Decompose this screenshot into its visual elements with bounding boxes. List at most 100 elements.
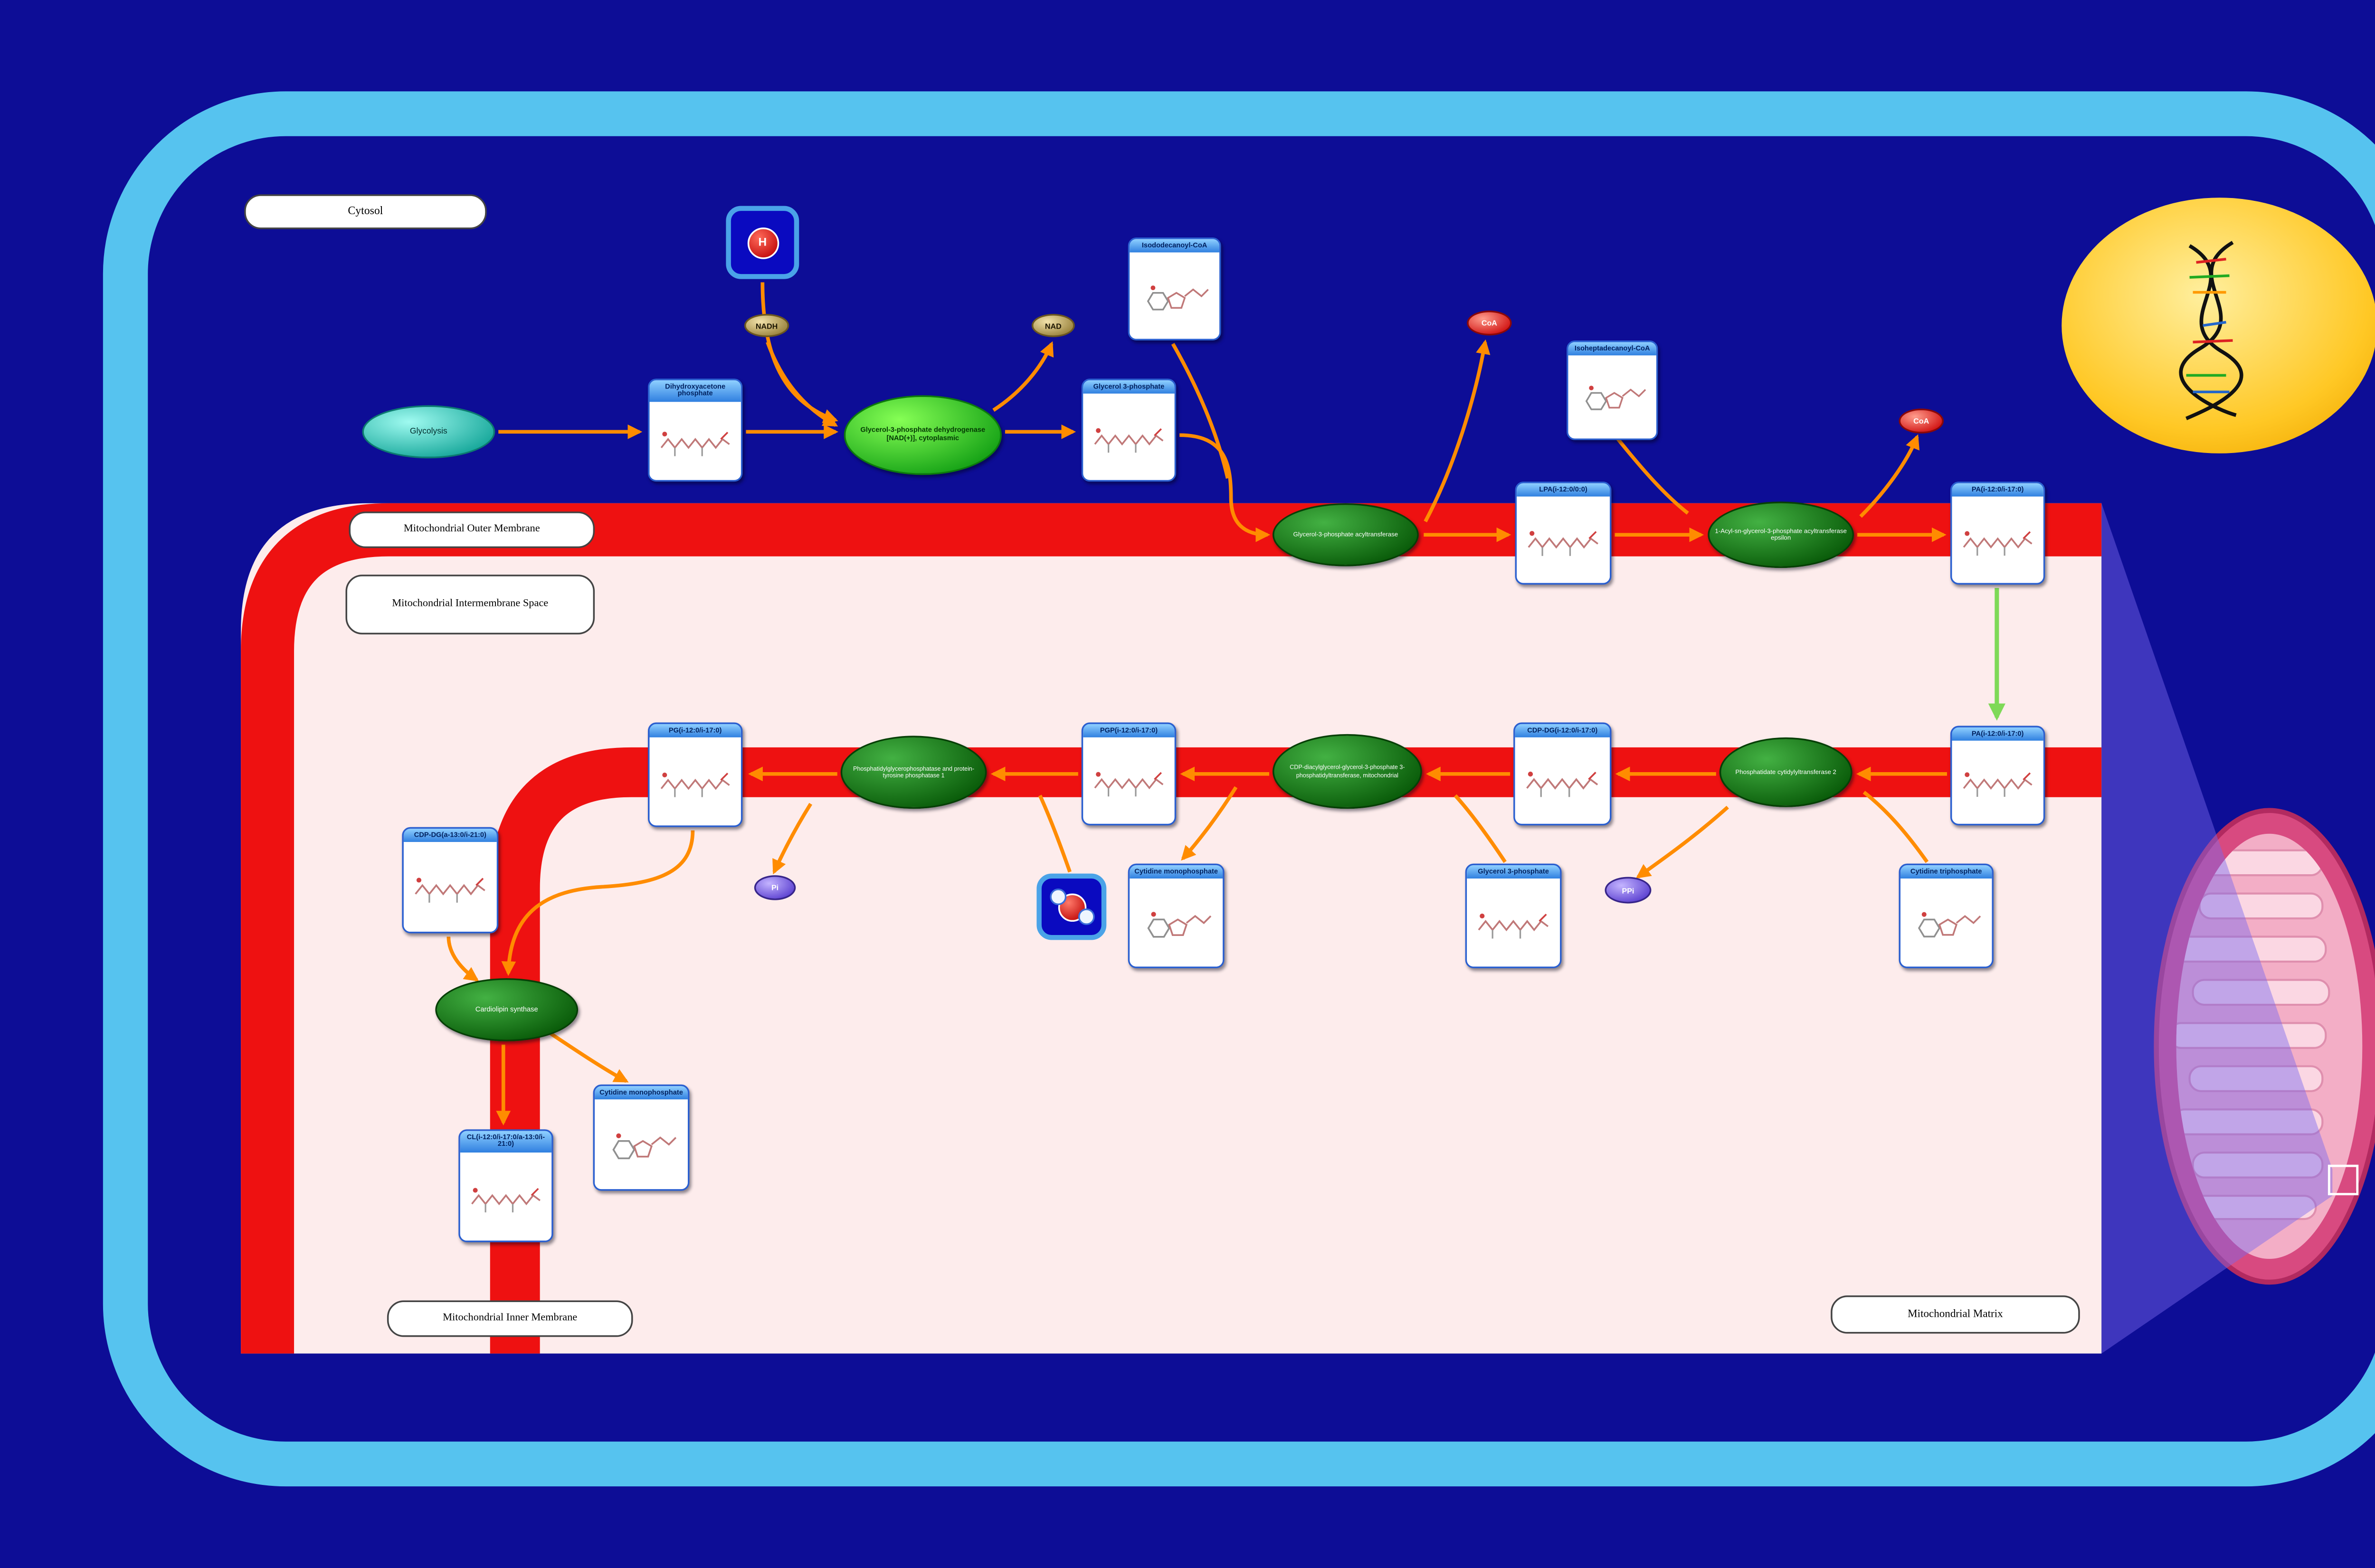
metabolite-lpa[interactable]: LPA(i-12:0/0:0): [1515, 482, 1612, 585]
metabolite-label: PA(i-12:0/i-17:0): [1952, 483, 2043, 497]
arrow-nadh-in: [766, 341, 838, 427]
cofactor-coa-2[interactable]: CoA: [1899, 408, 1944, 434]
metabolite-label: PA(i-12:0/i-17:0): [1952, 727, 2043, 741]
metabolite-g3p-matrix[interactable]: Glycerol 3-phosphate: [1465, 863, 1562, 968]
proton-label: H: [758, 236, 767, 248]
metabolite-isoheptadecanoyl-coa[interactable]: Isoheptadecanoyl-CoA: [1567, 340, 1658, 440]
metabolite-cmp-2[interactable]: Cytidine monophosphate: [593, 1084, 690, 1191]
cell-membrane: [103, 91, 2375, 1487]
compartment-label-cytosol: Cytosol: [244, 194, 487, 229]
structure-thumbnail: [1952, 496, 2043, 583]
water-molecule-graphic: [1050, 888, 1095, 926]
arrow-nad-out: [992, 341, 1054, 412]
label-text: Cytosol: [348, 205, 383, 217]
compartment-label-outer-membrane: Mitochondrial Outer Membrane: [349, 511, 595, 548]
arrow-cls-cmp2: [549, 1031, 629, 1083]
structure-thumbnail: [1517, 496, 1610, 583]
structure-thumbnail: [1130, 878, 1223, 967]
reaction-arrows: [446, 282, 1947, 1126]
arrow-ppi-out: [1635, 805, 1729, 878]
cofactor-label: CoA: [1481, 319, 1497, 327]
cofactor-label: Pi: [771, 883, 779, 892]
enzyme-gpd-cytoplasmic[interactable]: Glycerol-3-phosphate dehydrogenase [NAD(…: [844, 395, 1002, 475]
cofactor-coa-1[interactable]: CoA: [1467, 311, 1512, 336]
metabolite-ctp[interactable]: Cytidine triphosphate: [1899, 863, 1994, 968]
structure-thumbnail: [649, 737, 741, 826]
metabolite-cl[interactable]: CL(i-12:0/i-17:0/a-13:0/i-21:0): [458, 1129, 553, 1243]
metabolite-cdp-dg-1[interactable]: CDP-DG(i-12:0/i-17:0): [1513, 722, 1612, 826]
node-label: Glycolysis: [409, 426, 447, 437]
structure-thumbnail: [1083, 737, 1175, 824]
arrow-water-in: [1038, 794, 1072, 873]
metabolite-label: PG(i-12:0/i-17:0): [649, 724, 741, 737]
structure-thumbnail: [649, 401, 741, 480]
metabolite-label: PGP(i-12:0/i-17:0): [1083, 724, 1175, 737]
structure-thumbnail: [460, 1152, 552, 1241]
nucleus: [2062, 198, 2375, 453]
arrow-g3p-gpat: [1179, 433, 1271, 542]
metabolite-label: CL(i-12:0/i-17:0/a-13:0/i-21:0): [460, 1131, 552, 1152]
metabolite-label: Cytidine monophosphate: [595, 1086, 688, 1099]
structure-thumbnail: [1083, 393, 1175, 480]
cofactor-pi[interactable]: Pi: [754, 875, 796, 900]
arrow-coa1-out: [1424, 339, 1491, 522]
metabolite-pa-outer[interactable]: PA(i-12:0/i-17:0): [1950, 482, 2045, 585]
arrow-pg-cls: [501, 830, 695, 976]
enzyme-cdp-dg-g3p-transferase[interactable]: CDP-diacylglycerol-glycerol-3-phosphate …: [1273, 734, 1422, 809]
water-hydrogen-atom: [1078, 908, 1095, 926]
node-glycolysis[interactable]: Glycolysis: [362, 405, 495, 459]
enzyme-label: CDP-diacylglycerol-glycerol-3-phosphate …: [1290, 765, 1405, 778]
metabolite-pa-inner[interactable]: PA(i-12:0/i-17:0): [1950, 726, 2045, 826]
enzyme-label: Glycerol-3-phosphate dehydrogenase [NAD(…: [860, 425, 986, 442]
enzyme-gpat[interactable]: Glycerol-3-phosphate acyltransferase: [1273, 503, 1419, 567]
metabolite-label: Cytidine triphosphate: [1900, 865, 1992, 878]
compartment-label-matrix: Mitochondrial Matrix: [1831, 1295, 2080, 1334]
proton-icon[interactable]: H: [726, 206, 799, 279]
inner-membrane-band: [490, 747, 2102, 1354]
water-hydrogen-atom: [1050, 888, 1067, 906]
structure-thumbnail: [403, 841, 497, 932]
arrow-cmp1-out: [1181, 786, 1238, 861]
metabolite-isododecanoyl-coa[interactable]: Isododecanoyl-CoA: [1128, 237, 1221, 340]
enzyme-agpat-epsilon[interactable]: 1-Acyl-sn-glycerol-3-phosphate acyltrans…: [1708, 501, 1854, 568]
enzyme-cardiolipin-synthase[interactable]: Cardiolipin synthase: [435, 978, 579, 1041]
arrow-isoheptadecanoyl-in: [1613, 434, 1689, 515]
cofactor-nad[interactable]: NAD: [1031, 314, 1075, 337]
metabolite-label: Glycerol 3-phosphate: [1083, 380, 1175, 394]
cofactor-label: CoA: [1913, 416, 1929, 425]
enzyme-pct2[interactable]: Phosphatidate cytidylyltransferase 2: [1719, 737, 1852, 807]
compartment-label-intermembrane-space: Mitochondrial Intermembrane Space: [345, 575, 595, 635]
metabolite-label: CDP-DG(a-13:0/i-21:0): [403, 829, 497, 842]
arrow-g3p-in: [1454, 794, 1507, 863]
metabolite-pgp[interactable]: PGP(i-12:0/i-17:0): [1081, 722, 1177, 826]
structure-thumbnail: [1952, 740, 2043, 824]
enzyme-label: Phosphatidylglycerophosphatase and prote…: [853, 765, 975, 779]
arrow-cdpdg2-cls: [446, 936, 479, 982]
metabolite-label: Isoheptadecanoyl-CoA: [1568, 342, 1656, 355]
cofactor-nadh[interactable]: NADH: [744, 314, 789, 337]
label-text: Mitochondrial Intermembrane Space: [392, 598, 549, 610]
arrow-isododecanoyl-in: [1171, 343, 1230, 479]
label-text: Mitochondrial Matrix: [1908, 1308, 2003, 1320]
metabolite-label: LPA(i-12:0/0:0): [1517, 483, 1610, 497]
metabolite-dhap[interactable]: Dihydroxyacetone phosphate: [647, 378, 743, 482]
metabolite-cmp-1[interactable]: Cytidine monophosphate: [1128, 863, 1225, 968]
metabolite-label: Cytidine monophosphate: [1130, 865, 1223, 878]
metabolite-cdp-dg-2[interactable]: CDP-DG(a-13:0/i-21:0): [402, 827, 499, 934]
water-icon[interactable]: [1036, 873, 1107, 940]
structure-thumbnail: [595, 1099, 688, 1190]
metabolite-label: Isododecanoyl-CoA: [1130, 239, 1220, 253]
dna-helix-icon: [2179, 241, 2243, 420]
enzyme-label: Cardiolipin synthase: [475, 1004, 538, 1013]
zoom-target-square: [2328, 1164, 2359, 1196]
cofactor-label: NADH: [755, 321, 778, 330]
compartment-label-inner-membrane: Mitochondrial Inner Membrane: [387, 1300, 633, 1337]
zoom-trapezoid: [2101, 503, 2333, 1354]
enzyme-pgp-phosphatase[interactable]: Phosphatidylglycerophosphatase and prote…: [840, 736, 987, 809]
mitochondrion-illustration: [2101, 503, 2375, 1354]
structure-thumbnail: [1568, 355, 1656, 439]
cofactor-ppi[interactable]: PPi: [1605, 877, 1652, 904]
metabolite-pg[interactable]: PG(i-12:0/i-17:0): [647, 722, 743, 827]
metabolite-g3p-cytosol[interactable]: Glycerol 3-phosphate: [1081, 378, 1177, 482]
enzyme-label: Phosphatidate cytidylyltransferase 2: [1735, 768, 1836, 775]
